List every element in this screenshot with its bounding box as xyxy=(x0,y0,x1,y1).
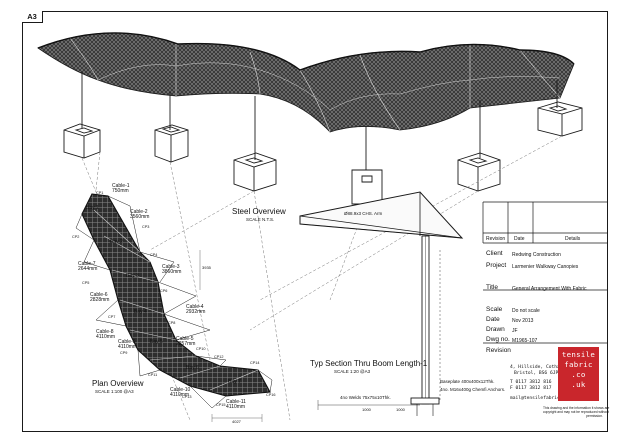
bay-7-label: Bay 7 xyxy=(228,379,241,385)
drawing-sheet xyxy=(22,11,608,432)
client-value: Redwing Construction xyxy=(512,252,561,258)
plan-overview-scale: SCALE 1:100 @A3 xyxy=(95,389,134,394)
section-dimension: 1000 xyxy=(396,407,405,412)
section-scale: SCALE 1:20 @A3 xyxy=(334,369,371,374)
plan-dimension: 4027 xyxy=(232,419,241,424)
project-label: Project xyxy=(486,262,507,269)
plan-overview-title: Plan Overview xyxy=(92,379,144,388)
revision-label: Revision xyxy=(486,347,511,354)
canopy-fabric xyxy=(37,32,575,133)
drawn-value: JF xyxy=(512,328,518,334)
date-value: Nov 2013 xyxy=(512,318,534,324)
steel-overview-title: Steel Overview xyxy=(232,207,286,216)
cp-tag: CP12 xyxy=(214,355,224,359)
cp-tag: CP14 xyxy=(250,361,260,365)
project-value: Larmenier Walkway Canopies xyxy=(512,264,579,270)
cp-tag: CP9 xyxy=(120,351,128,355)
bay-6-label: Bay 6 xyxy=(186,365,199,371)
plan-cables xyxy=(75,195,273,409)
sheet-size-tag: A3 xyxy=(22,11,43,23)
scale-label: Scale xyxy=(486,306,503,313)
date-label: Date xyxy=(486,316,500,323)
details-col-header: Details xyxy=(565,236,581,242)
bay-2-label: Bay 2 xyxy=(110,239,123,245)
cp-tag: CP6 xyxy=(160,289,168,293)
steel-overview-scale: SCALE N.T.S. xyxy=(246,217,275,222)
copyright-notice: This drawing and the information it show… xyxy=(543,406,610,418)
baseplate-note: Baseplate 400x400x12Thk. xyxy=(440,379,495,384)
cp-tag: CP1 xyxy=(96,191,104,195)
plan-dimension: 3935 xyxy=(202,265,211,270)
title-block-grid xyxy=(482,201,608,344)
title-value: General Arrangement With Fabric xyxy=(512,286,587,292)
boom-note: Ø88.9x3 CHS. Arm xyxy=(344,211,383,216)
cp-tag: CP10 xyxy=(196,347,206,351)
bay-1-label: Bay 1 xyxy=(86,205,99,211)
bay-3-label: Bay 3 xyxy=(126,273,139,279)
tensile-fabric-logo: tensile fabric .co .uk xyxy=(558,347,599,401)
cp-tag: CP3 xyxy=(142,225,150,229)
client-label: Client xyxy=(486,250,503,257)
date-col-header: Date xyxy=(514,236,525,242)
drawn-label: Drawn xyxy=(486,326,505,333)
cp-tag: CP15 xyxy=(216,403,226,407)
cp-tag: CP8 xyxy=(168,321,176,325)
cp-tag: CP2 xyxy=(72,235,80,239)
scale-value: Do not scale xyxy=(512,308,540,314)
cp-tag: CP11 xyxy=(148,373,158,377)
cp-tag: CP5 xyxy=(82,281,90,285)
title-label: Title xyxy=(486,284,499,291)
bay-5-label: Bay 5 xyxy=(150,339,163,345)
company-address: 4, Hillside, Cotham, Bristol, BS6 6JP T … xyxy=(510,365,577,401)
section-title: Typ Section Thru Boom Length-1 xyxy=(310,359,428,368)
bay-4-label: Bay 4 xyxy=(134,309,147,315)
cp-tag: CP16 xyxy=(266,393,276,397)
dwg-no-value: M1965-107 xyxy=(512,338,538,344)
section-boom xyxy=(299,191,464,416)
section-dimension: 1000 xyxy=(362,407,371,412)
weld-note: 4no Welds 75x75x10Thk. xyxy=(340,395,391,400)
anchor-note: 4no. M16x400g Chemfi Anchors. xyxy=(440,387,506,392)
cp-tag: CP4 xyxy=(150,253,158,257)
cp-tag: CP13 xyxy=(182,395,192,399)
cp-tag: CP7 xyxy=(108,315,116,319)
plan-dimensions xyxy=(199,250,263,422)
dwg-no-label: Dwg no. xyxy=(486,336,510,343)
revision-col-header: Revision xyxy=(486,236,506,242)
plan-fabric xyxy=(81,193,271,397)
